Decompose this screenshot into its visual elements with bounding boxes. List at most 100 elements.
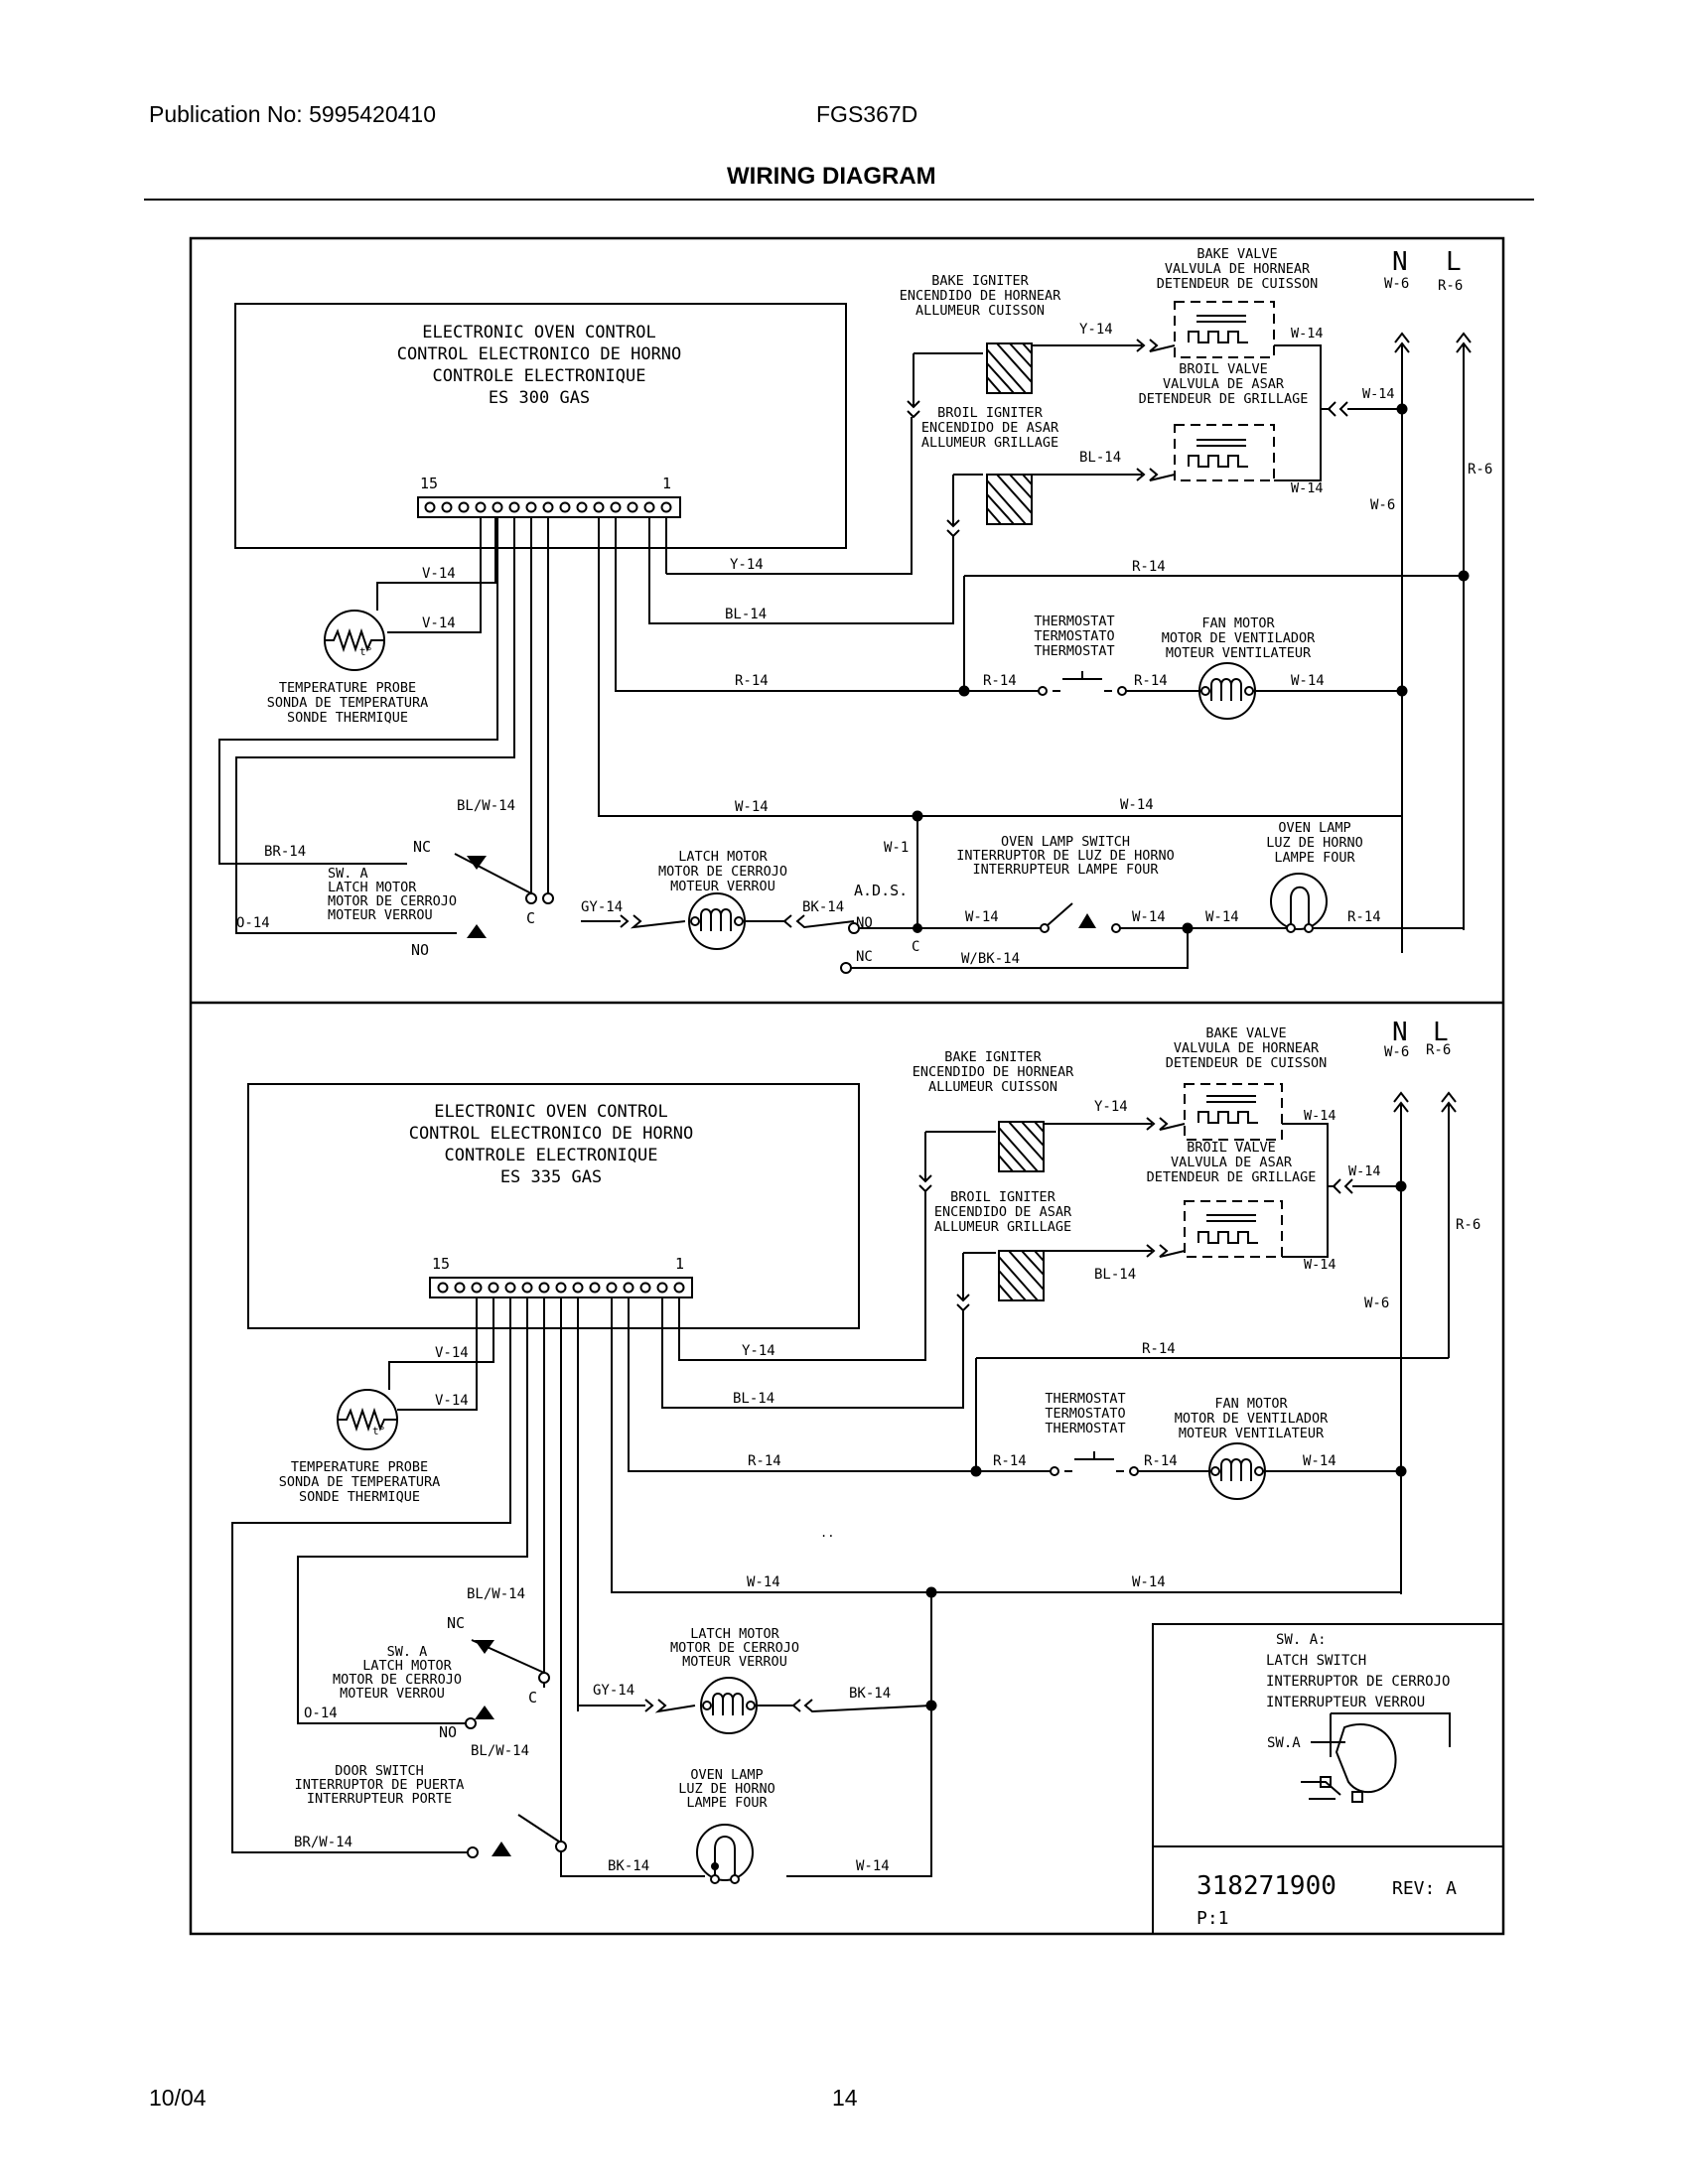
bottom-connector-pins xyxy=(437,1282,685,1294)
bottom-control-line-4: ES 335 GAS xyxy=(500,1167,602,1187)
bottom-no-label: NO xyxy=(439,1723,457,1741)
top-temp-probe-line-1: TEMPERATURE PROBE xyxy=(279,680,416,696)
top-bake-igniter-line-1: BAKE IGNITER xyxy=(931,273,1029,289)
top-nc-label: NC xyxy=(413,838,431,856)
bottom-section: ELECTRONIC OVEN CONTROL CONTROL ELECTRON… xyxy=(231,1018,1504,1935)
bottom-broil-igniter-line-1: BROIL IGNITER xyxy=(950,1189,1056,1205)
bottom-w6-label: W-6 xyxy=(1384,1044,1409,1060)
top-ads-label: A.D.S. xyxy=(854,882,908,899)
bottom-thermostat xyxy=(1050,1451,1139,1476)
bottom-bake-valve-line-1: BAKE VALVE xyxy=(1205,1025,1286,1041)
bottom-temp-probe-line-3: SONDE THERMIQUE xyxy=(299,1489,420,1505)
bottom-oven-lamp-line-1: OVEN LAMP xyxy=(690,1767,763,1783)
bottom-pin-15-label: 15 xyxy=(432,1255,450,1273)
bottom-door-switch-line-2: INTERRUPTOR DE PUERTA xyxy=(295,1777,465,1793)
top-control-line-4: ES 300 GAS xyxy=(489,388,590,408)
top-v14-label-1: V-14 xyxy=(422,566,456,582)
bottom-v14-label-1: V-14 xyxy=(435,1345,469,1361)
top-broil-igniter-line-3: ALLUMEUR GRILLAGE xyxy=(921,435,1058,451)
top-w6-wire-label: W-6 xyxy=(1370,497,1395,513)
top-broil-valve-line-2: VALVULA DE ASAR xyxy=(1163,376,1285,392)
top-bake-valve-line-2: VALVULA DE HORNEAR xyxy=(1165,261,1311,277)
bottom-control-line-1: ELECTRONIC OVEN CONTROL xyxy=(434,1102,667,1122)
bottom-gy14-label: GY-14 xyxy=(593,1683,634,1699)
top-control-line-1: ELECTRONIC OVEN CONTROL xyxy=(422,323,655,342)
top-broil-valve-w14-label: W-14 xyxy=(1291,480,1324,496)
bottom-broil-igniter-line-2: ENCENDIDO DE ASAR xyxy=(934,1204,1072,1220)
top-thermostat-line-1: THERMOSTAT xyxy=(1034,614,1114,629)
bottom-fan-w14-label: W-14 xyxy=(1303,1453,1336,1469)
bottom-thermostat-line-1: THERMOSTAT xyxy=(1045,1391,1125,1407)
top-broil-igniter xyxy=(986,474,1033,525)
top-bl14-wire-label: BL-14 xyxy=(725,607,767,622)
bottom-fan-r14-label: R-14 xyxy=(1144,1453,1178,1469)
bottom-latch-motor xyxy=(700,1677,758,1734)
top-ads-nc-label: NC xyxy=(856,949,873,965)
top-latch-motor-line-2: MOTOR DE CERROJO xyxy=(658,864,787,880)
bottom-broil-valve-line-1: BROIL VALVE xyxy=(1187,1140,1275,1156)
bottom-y14-valve-label: Y-14 xyxy=(1094,1099,1128,1115)
bottom-fan-motor-line-1: FAN MOTOR xyxy=(1214,1396,1288,1412)
top-temp-probe-line-3: SONDE THERMIQUE xyxy=(287,710,408,726)
top-broil-valve xyxy=(1174,424,1275,481)
top-thermostat-r14-label: R-14 xyxy=(983,673,1017,689)
bottom-pin-1-label: 1 xyxy=(675,1255,684,1273)
bottom-w14-label-2: W-14 xyxy=(1348,1163,1381,1179)
bottom-w14-wire-label-a: W-14 xyxy=(747,1574,780,1590)
top-w1-label: W-1 xyxy=(884,840,909,856)
bottom-broil-igniter-line-3: ALLUMEUR GRILLAGE xyxy=(934,1219,1071,1235)
bottom-bake-valve xyxy=(1184,1083,1283,1141)
top-bake-igniter xyxy=(986,342,1033,394)
bottom-fan-motor-line-3: MOTEUR VENTILATEUR xyxy=(1179,1426,1325,1441)
top-r6-wire-label: R-6 xyxy=(1468,462,1492,478)
bottom-fan-motor xyxy=(1208,1442,1266,1500)
title-block xyxy=(1152,1845,1504,1935)
part-number: 318271900 xyxy=(1196,1871,1336,1901)
top-sw-a-line-1: SW. A xyxy=(328,866,368,882)
bottom-y14-wire-label: Y-14 xyxy=(742,1343,775,1359)
bottom-blw14-label-2: BL/W-14 xyxy=(471,1743,529,1759)
svg-text:t°: t° xyxy=(359,645,372,658)
top-latch-motor-line-1: LATCH MOTOR xyxy=(678,849,768,865)
bottom-thermostat-line-2: TERMOSTATO xyxy=(1045,1406,1125,1422)
top-c-label: C xyxy=(526,909,535,927)
top-wbk14-label: W/BK-14 xyxy=(961,951,1020,967)
bottom-temperature-probe: t° xyxy=(337,1361,429,1450)
top-r6-label: R-6 xyxy=(1438,278,1463,294)
revision: REV: A xyxy=(1392,1878,1457,1899)
top-lamp-switch-line-2: INTERRUPTOR DE LUZ DE HORNO xyxy=(956,848,1174,864)
bottom-broil-valve-w14-label: W-14 xyxy=(1304,1257,1336,1273)
top-oven-lamp-line-1: OVEN LAMP xyxy=(1278,820,1350,836)
top-fan-motor-line-3: MOTEUR VENTILATEUR xyxy=(1166,645,1312,661)
bottom-latch-motor-line-3: MOTEUR VERROU xyxy=(682,1654,787,1670)
top-bl14-valve-label: BL-14 xyxy=(1079,450,1121,466)
top-control-box xyxy=(234,303,847,549)
bottom-lamp-bk14-label: BK-14 xyxy=(608,1858,649,1874)
top-no-label: NO xyxy=(411,941,429,959)
bottom-stray-mark: .. xyxy=(820,1526,834,1540)
bottom-connector-strip xyxy=(429,1277,693,1298)
bottom-latch-motor-line-2: MOTOR DE CERROJO xyxy=(670,1640,799,1656)
bottom-line-label: L xyxy=(1433,1018,1449,1047)
top-sw-a-line-4: MOTEUR VERROU xyxy=(328,907,433,923)
bottom-v14-label-2: V-14 xyxy=(435,1393,469,1409)
bottom-sw-a-line-3: MOTOR DE CERROJO xyxy=(333,1672,462,1688)
top-fan-r14-label: R-14 xyxy=(1134,673,1168,689)
top-sw-a-switch xyxy=(454,853,537,938)
bottom-bl14-valve-label: BL-14 xyxy=(1094,1267,1136,1283)
bottom-bake-valve-w14-label: W-14 xyxy=(1304,1108,1336,1124)
bottom-r14-ctrl-label: R-14 xyxy=(748,1453,781,1469)
bottom-blw14-label-1: BL/W-14 xyxy=(467,1586,525,1602)
bottom-bl14-wire-label: BL-14 xyxy=(733,1391,774,1407)
top-broil-igniter-line-2: ENCENDIDO DE ASAR xyxy=(921,420,1059,436)
bottom-temp-probe-line-1: TEMPERATURE PROBE xyxy=(291,1459,428,1475)
top-temp-probe-line-2: SONDA DE TEMPERATURA xyxy=(267,695,429,711)
top-lamp-w14-label-2: W-14 xyxy=(1205,909,1239,925)
inset-line-2: LATCH SWITCH xyxy=(1266,1653,1366,1669)
bottom-neutral-label: N xyxy=(1392,1018,1408,1047)
publication-number: Publication No: 5995420410 xyxy=(149,101,437,127)
top-pin-1-label: 1 xyxy=(662,475,671,492)
top-fan-motor xyxy=(1198,662,1256,720)
inset-line-1: SW. A: xyxy=(1276,1632,1327,1648)
